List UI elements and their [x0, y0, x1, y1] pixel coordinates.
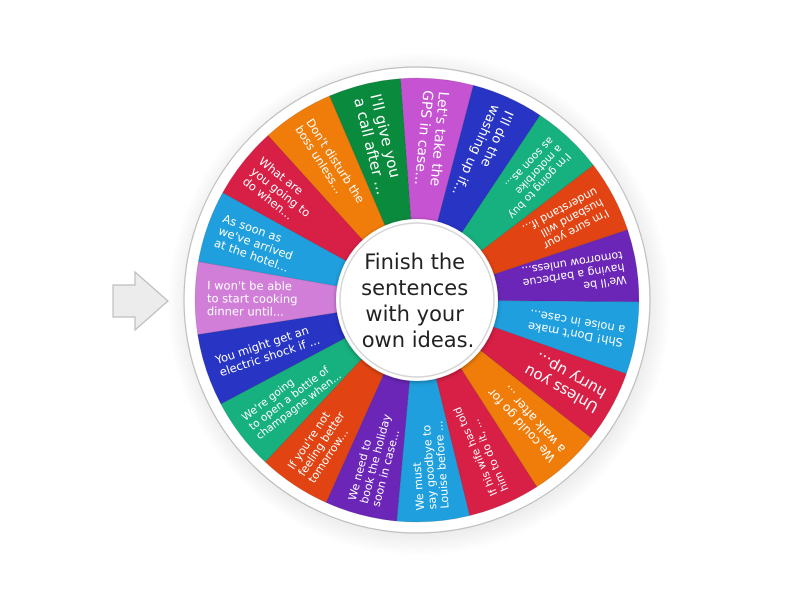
segment-label-line: say goodbye to — [420, 424, 439, 510]
center-instruction-text: Finish the sentences with your own ideas… — [361, 250, 475, 352]
segment-label-line: dinner until... — [207, 304, 284, 319]
svg-text:We mustsay goodbye toLouise be: We mustsay goodbye toLouise before ... — [408, 420, 452, 511]
wheel-segments[interactable] — [194, 77, 640, 523]
segment-label: We mustsay goodbye toLouise before ... — [408, 420, 452, 511]
segment-label-line: to start cooking — [207, 291, 298, 306]
segment-label-line: We must — [410, 461, 427, 511]
center-line-1: Finish the — [364, 250, 465, 274]
segment-label-line: Louise before ... — [432, 420, 451, 509]
center-line-2: sentences — [361, 276, 468, 300]
center-line-4: own ideas. — [362, 328, 475, 352]
arrow-right-icon — [112, 270, 169, 332]
center-line-3: with your — [365, 302, 464, 326]
wheel-hub[interactable] — [336, 219, 498, 381]
wheel-hub-ring — [339, 222, 495, 378]
segment-label-line: I won't be able — [207, 278, 292, 293]
